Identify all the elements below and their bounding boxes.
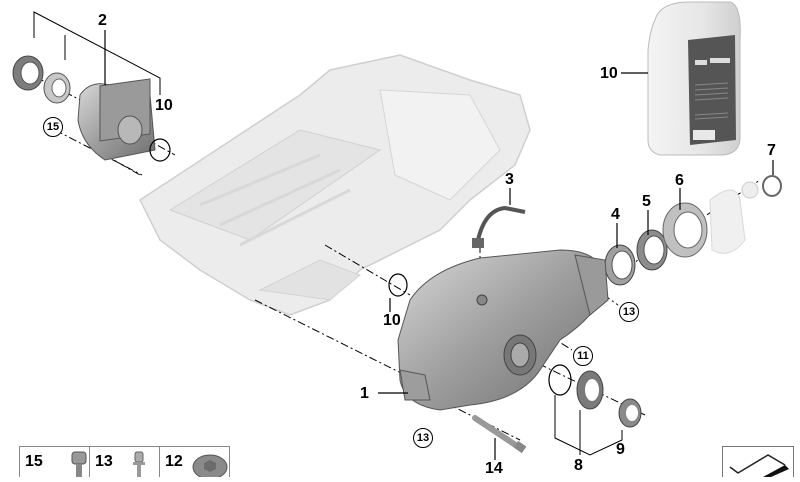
oil-pan (139, 54, 531, 316)
callout-5[interactable]: 5 (642, 193, 651, 210)
callout-14[interactable]: 14 (485, 460, 503, 477)
callout-8[interactable]: 8 (574, 457, 583, 474)
callout-10-upper[interactable]: 10 (155, 97, 173, 114)
callout-12-circled[interactable]: 11 (573, 346, 593, 366)
label-leaders (104, 30, 774, 460)
legend-label-12: 12 (165, 453, 183, 470)
legend-item-15[interactable]: 15 (20, 447, 90, 477)
o-ring-right (548, 364, 572, 396)
callout-6[interactable]: 6 (675, 172, 684, 189)
oil-bottle (647, 1, 741, 156)
legend-item-12[interactable]: 12 (160, 447, 229, 477)
callout-4[interactable]: 4 (611, 206, 620, 223)
callout-15-circled[interactable]: 15 (43, 117, 63, 137)
o-ring-center (388, 273, 408, 297)
callout-7[interactable]: 7 (767, 142, 776, 159)
fastener-legend: 15 13 12 (19, 446, 230, 477)
collar-bolt-icon (133, 451, 145, 477)
legend-label-15: 15 (25, 453, 43, 470)
right-seals (604, 175, 782, 286)
differential-housing (397, 249, 609, 411)
legend-item-13[interactable]: 13 (90, 447, 160, 477)
callout-1[interactable]: 1 (360, 385, 369, 402)
screw-plug-icon (192, 454, 228, 477)
callout-3[interactable]: 3 (505, 171, 514, 188)
part-2-assembly (12, 55, 171, 162)
callout-10-center[interactable]: 10 (383, 312, 401, 329)
view-selector-button[interactable] (722, 446, 794, 477)
callout-2[interactable]: 2 (98, 12, 107, 29)
bolt-14 (472, 415, 527, 454)
legend-label-13: 13 (95, 453, 113, 470)
callout-9[interactable]: 9 (616, 441, 625, 458)
callout-13-circled-lower[interactable]: 13 (413, 428, 433, 448)
vent-line (472, 205, 526, 248)
callout-11[interactable]: 10 (600, 65, 618, 82)
callout-13-circled-right[interactable]: 13 (619, 302, 639, 322)
hex-bolt-icon (71, 451, 87, 477)
